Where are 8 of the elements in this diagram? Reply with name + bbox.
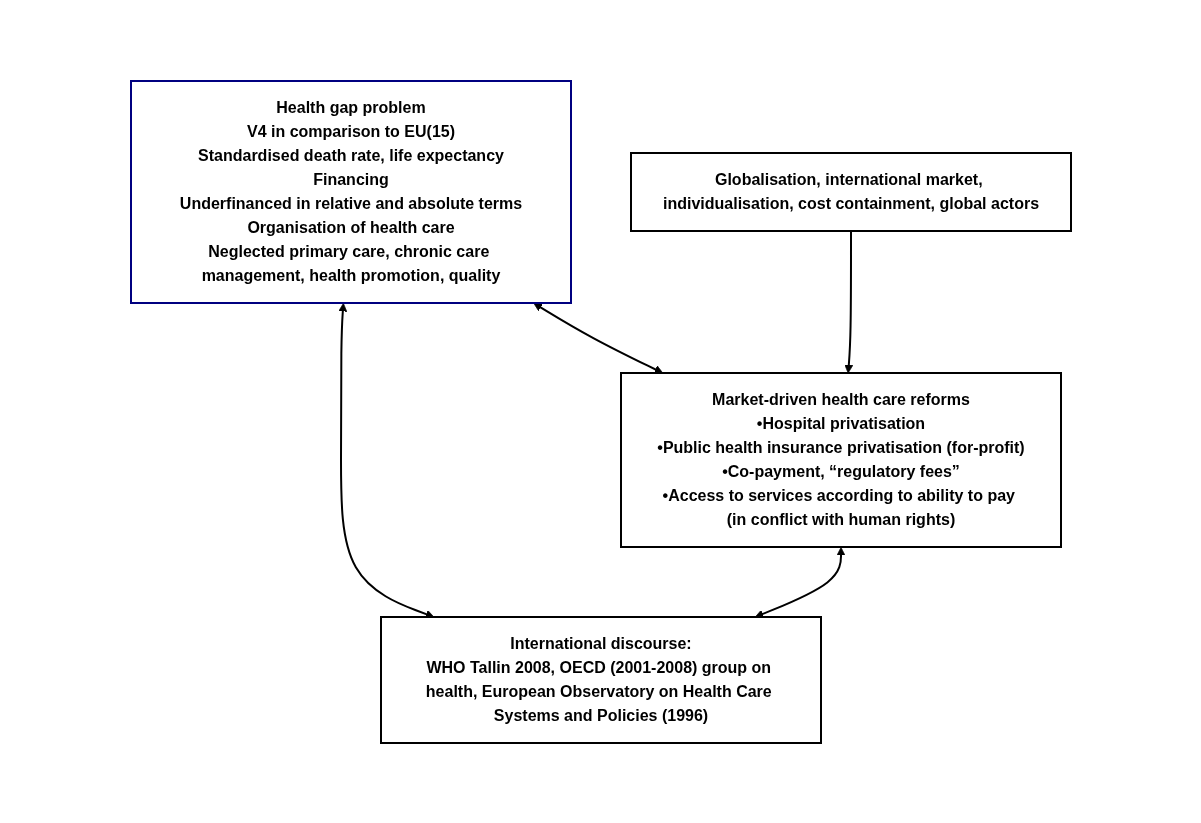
arrow (532, 302, 663, 373)
arrow (843, 229, 853, 373)
arrow (754, 546, 845, 618)
node-box: Market-driven health care reforms •Hospital privatisation •Public health insurance privatisation (for-profit) •Co-payment, “regulatory fees” •Access to services according to ability to pay (in conflict with human rights) (619, 371, 1062, 548)
node-box: International discourse: WHO Tallin 2008, OECD (2001-2008) group on health, European Observatory on Health Care Systems and Policies (1996) (379, 615, 822, 744)
node-box: Globalisation, international market, individualisation, cost containment, global actors (629, 151, 1072, 232)
arrow (337, 302, 434, 618)
node-box: Health gap problem V4 in comparison to EU(15) Standardised death rate, life expectancy Financing Underfinanced in relative and absolute terms Organisation of health care Neglected primary care, chronic care management, health promotion, quality (129, 79, 572, 304)
